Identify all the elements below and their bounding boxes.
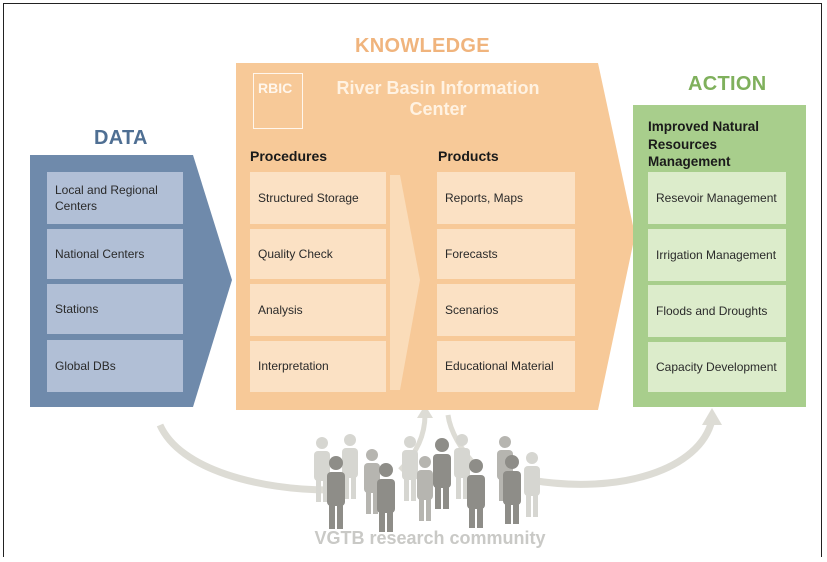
product-item: Reports, Maps [437, 172, 575, 224]
feedback-arrow-right [529, 419, 716, 488]
action-item: Irrigation Management [648, 229, 786, 281]
products-title: Products [438, 148, 499, 164]
knowledge-heading: KNOWLEDGE [355, 35, 490, 57]
rbic-logo: RBIC [253, 73, 303, 129]
action-item: Resevoir Management [648, 172, 786, 224]
rbic-center-name: River Basin Information Center [336, 78, 540, 119]
arrowhead-procedures [417, 405, 433, 418]
action-heading: ACTION [688, 73, 767, 95]
community-label: VGTB research community [314, 528, 546, 548]
product-item: Scenarios [437, 284, 575, 336]
product-item: Educational Material [437, 341, 575, 392]
data-item: Local and Regional Centers [47, 172, 183, 224]
action-item: Floods and Droughts [648, 285, 786, 337]
data-item: Stations [47, 284, 183, 334]
data-item: Global DBs [47, 340, 183, 392]
action-item: Capacity Development [648, 342, 786, 392]
action-title: Improved Natural Resources Management [648, 119, 760, 170]
data-heading: DATA [94, 127, 148, 149]
inner-arrow [390, 175, 420, 390]
product-item: Forecasts [437, 229, 575, 279]
procedure-item: Structured Storage [250, 172, 386, 224]
arrowhead-right [702, 408, 722, 425]
procedure-item: Analysis [250, 284, 386, 336]
figure-frame [3, 3, 822, 557]
procedures-title: Procedures [250, 148, 328, 164]
procedure-item: Quality Check [250, 229, 386, 279]
community-people-icon [314, 434, 540, 532]
data-item: National Centers [47, 229, 183, 279]
procedure-item: Interpretation [250, 341, 386, 392]
feedback-arrow-left [156, 423, 331, 494]
